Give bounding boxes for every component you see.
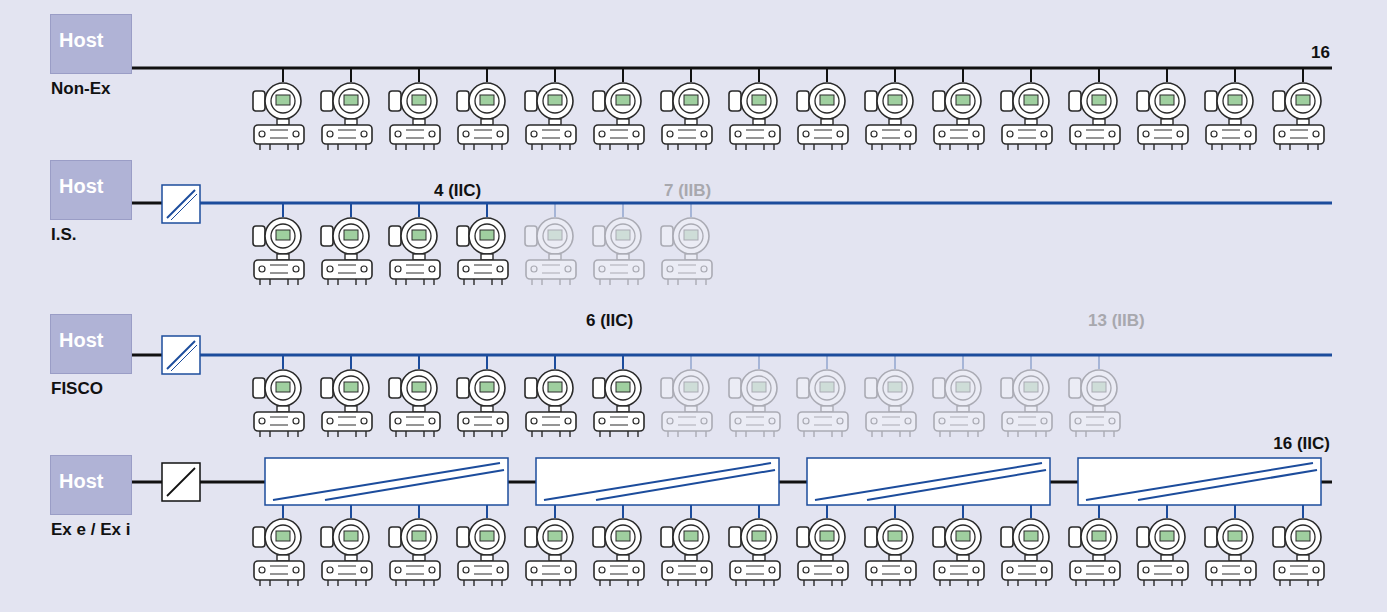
host-box: HostFISCO [50, 314, 132, 374]
device-count-label: 6 (IIC) [586, 311, 633, 331]
host-name: Host [59, 329, 103, 352]
device-count-label: 4 (IIC) [434, 181, 481, 201]
host-name: Host [59, 29, 103, 52]
host-name: Host [59, 470, 103, 493]
device-count-label: 16 [1311, 43, 1330, 63]
host-type-label: Ex e / Ex i [51, 520, 130, 540]
device-count-label: 7 (IIB) [664, 181, 711, 201]
host-type-label: I.S. [51, 225, 77, 245]
device-count-label: 13 (IIB) [1088, 311, 1145, 331]
device-count-label: 16 (IIC) [1273, 434, 1330, 454]
host-type-label: FISCO [51, 379, 103, 399]
host-box: HostNon-Ex [50, 14, 132, 74]
host-box: HostEx e / Ex i [50, 455, 132, 515]
host-type-label: Non-Ex [51, 79, 111, 99]
host-name: Host [59, 175, 103, 198]
host-box: HostI.S. [50, 160, 132, 220]
